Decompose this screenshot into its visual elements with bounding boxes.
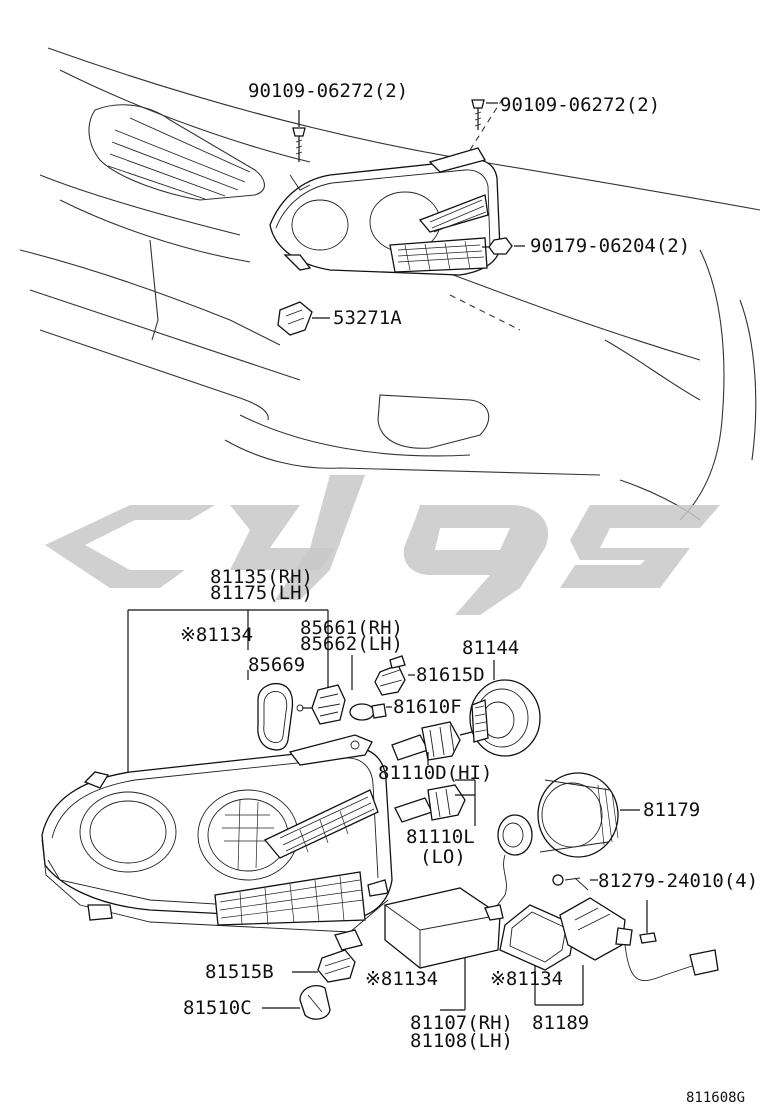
label-socket-rh: 85661(RH) bbox=[300, 617, 403, 639]
label-gasket: 85669 bbox=[248, 654, 305, 676]
car-body-outline bbox=[19, 47, 760, 521]
igniter-81189 bbox=[499, 874, 719, 982]
label-screw: 81279-24010(4) bbox=[598, 870, 758, 892]
bolt-right-icon bbox=[471, 99, 485, 130]
label-housing-rh: 81135(RH) bbox=[210, 566, 313, 588]
label-clip: 53271A bbox=[333, 307, 402, 329]
bulb-81110D-hi bbox=[391, 721, 473, 761]
watermark-logo bbox=[45, 475, 720, 615]
label-ballast-rh: 81107(RH) bbox=[410, 1012, 513, 1034]
headlamp-assembly-installed bbox=[269, 147, 501, 276]
label-bulb-hi: 81110D(HI) bbox=[378, 762, 492, 784]
socket-81615D bbox=[374, 655, 406, 696]
socket-81515B bbox=[317, 929, 363, 983]
gasket-85669 bbox=[257, 682, 294, 751]
label-bulb-lo-num: 81110L bbox=[406, 826, 475, 848]
fasteners-top bbox=[277, 99, 525, 336]
label-socket-81615: 81615D bbox=[416, 664, 485, 686]
cover-81179 bbox=[537, 772, 619, 858]
label-note-right: ※81134 bbox=[490, 968, 563, 990]
connector-lo bbox=[489, 814, 533, 916]
label-cover-81179: 81179 bbox=[643, 799, 700, 821]
label-bolt-left: 90109-06272(2) bbox=[248, 80, 408, 102]
label-cover-81144: 81144 bbox=[462, 637, 519, 659]
cover-81144 bbox=[469, 679, 541, 757]
label-nut: 90179-06204(2) bbox=[530, 235, 690, 257]
bulb-81610F bbox=[349, 703, 387, 721]
label-bolt-right: 90109-06272(2) bbox=[500, 94, 660, 116]
housing-bracket-lines bbox=[127, 609, 353, 780]
ballast-81107 bbox=[384, 887, 504, 969]
label-note-top: ※81134 bbox=[180, 624, 253, 646]
label-bulb-81510: 81510C bbox=[183, 997, 252, 1019]
bulb-81510C bbox=[299, 985, 331, 1020]
label-bulb-81610: 81610F bbox=[393, 696, 462, 718]
label-ballast-lh: 81108(LH) bbox=[410, 1030, 513, 1052]
drawing-code: 811608G bbox=[686, 1090, 745, 1106]
clip-icon bbox=[277, 301, 313, 336]
label-igniter: 81189 bbox=[532, 1012, 589, 1034]
label-note-center: ※81134 bbox=[365, 968, 438, 990]
label-housing-lh: 81175(LH) bbox=[210, 582, 313, 604]
label-socket-lh: 85662(LH) bbox=[300, 633, 403, 655]
label-socket-81515: 81515B bbox=[205, 961, 274, 983]
screw-81279 bbox=[639, 900, 657, 944]
label-bulb-lo-tag: (LO) bbox=[420, 846, 466, 868]
bulb-81110L-lo bbox=[394, 784, 466, 823]
bolt-left-icon bbox=[292, 127, 306, 162]
nut-icon bbox=[482, 237, 513, 255]
part-labels: 90109-06272(2) 90109-06272(2) 90179-0620… bbox=[180, 80, 758, 1106]
headlamp-housing bbox=[41, 734, 393, 933]
socket-85661 bbox=[296, 684, 346, 725]
